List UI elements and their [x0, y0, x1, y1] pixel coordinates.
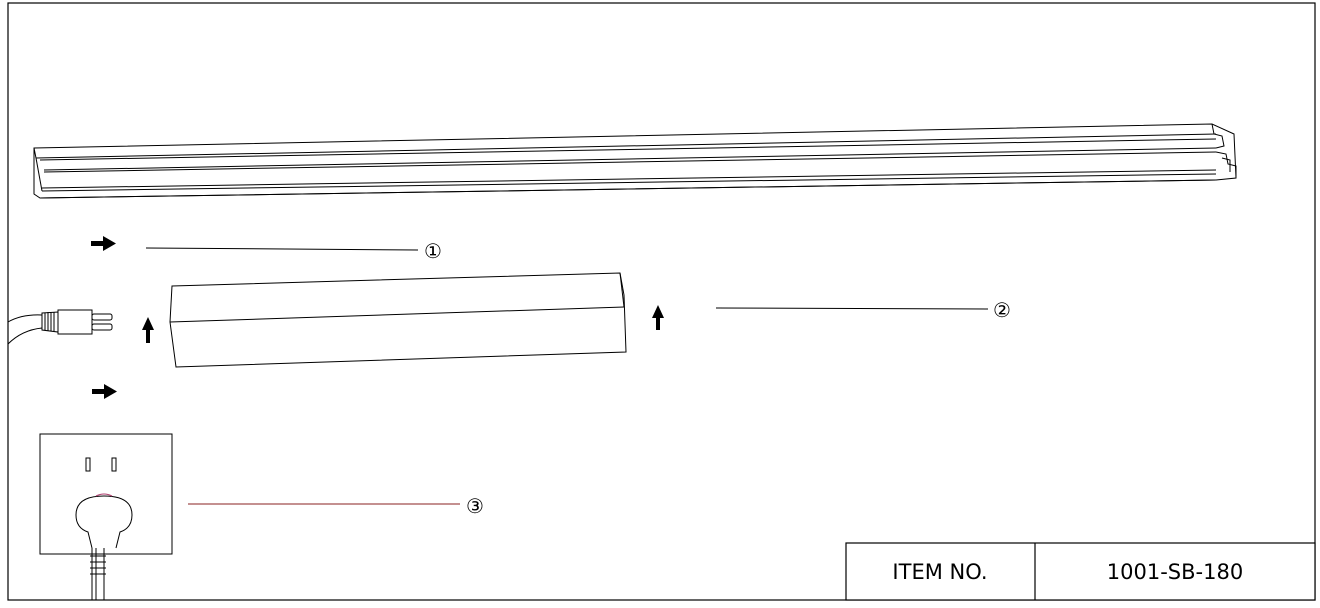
direction-arrow-up [142, 317, 154, 343]
leader-line-1 [145, 247, 419, 251]
direction-arrow-right [92, 384, 117, 399]
led-light-bar [169, 272, 627, 368]
drawing-border [7, 2, 1316, 601]
callout-1: ① [424, 239, 442, 263]
leader-line-2 [715, 307, 989, 310]
wall-socket-plug [39, 433, 173, 600]
callout-2: ② [993, 298, 1011, 322]
power-cable-connector [7, 309, 113, 345]
direction-arrow-right [91, 236, 116, 251]
title-block: ITEM NO. 1001-SB-180 [845, 542, 1316, 601]
callout-3: ③ [466, 494, 484, 518]
item-number-value: 1001-SB-180 [1107, 560, 1243, 584]
item-number-label: ITEM NO. [892, 560, 987, 584]
aluminium-rail [33, 123, 1237, 199]
direction-arrow-up [652, 305, 664, 330]
